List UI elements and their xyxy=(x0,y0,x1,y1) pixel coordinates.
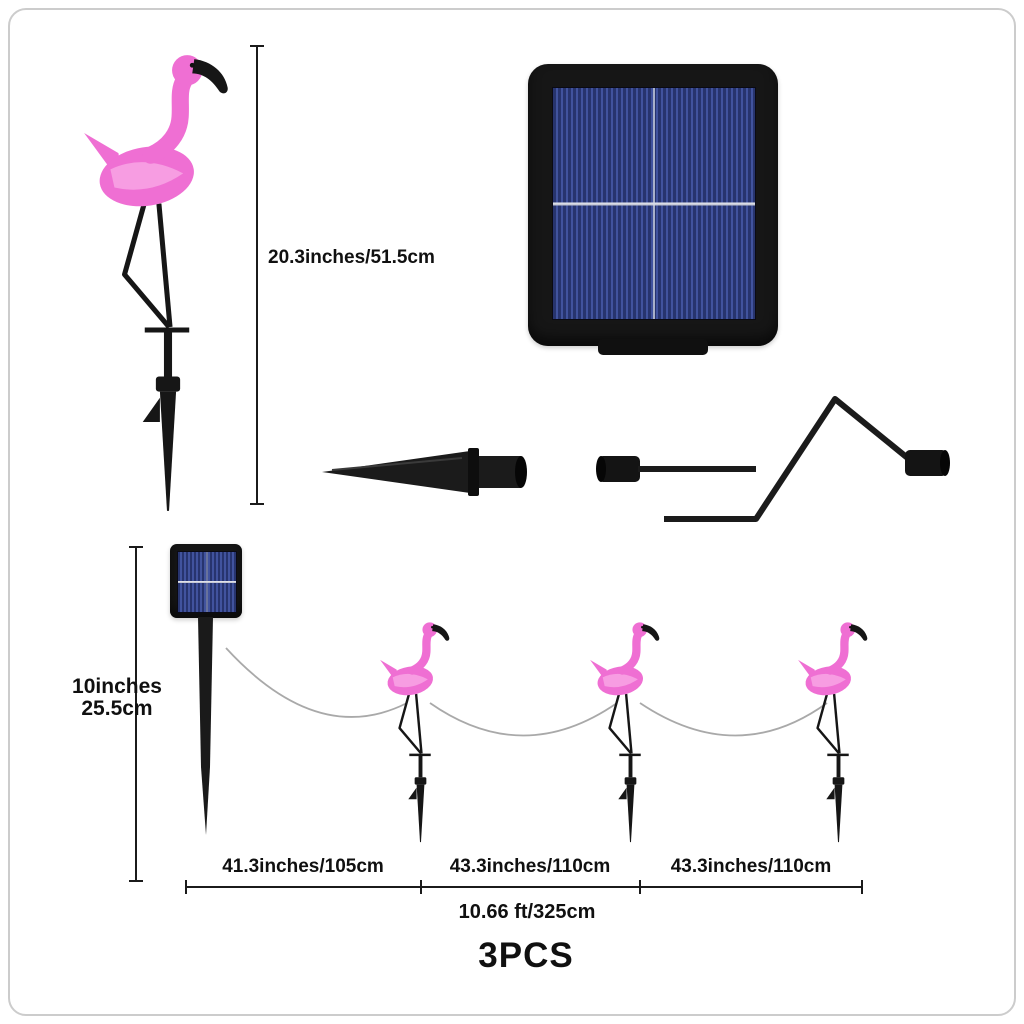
panel-height-inches: 10inches xyxy=(72,675,162,698)
small-solar-panel-illustration xyxy=(170,544,242,618)
solar-cells xyxy=(552,87,756,320)
segment-3-label: 43.3inches/110cm xyxy=(670,856,832,877)
small-panel-vline xyxy=(206,552,208,612)
spacing-dimension-line xyxy=(185,880,863,894)
total-length-label: 10.66 ft/325cm xyxy=(458,901,596,923)
quantity-label: 3PCS xyxy=(478,936,574,975)
flamingo-stake-light-illustration xyxy=(82,42,254,517)
segment-2-label: 43.3inches/110cm xyxy=(449,856,611,877)
panel-height-label: 10inches 25.5cm xyxy=(54,675,180,721)
small-panel-stake xyxy=(198,617,213,835)
panel-height-cm: 25.5cm xyxy=(81,697,153,721)
flamingo-height-dimension-line xyxy=(250,45,264,505)
small-solar-cells xyxy=(177,551,237,613)
solar-panel-vline xyxy=(653,88,655,319)
flamingo-height-label: 20.3inches/51.5cm xyxy=(268,247,435,268)
small-flamingo-2 xyxy=(589,616,672,845)
ground-spike-illustration xyxy=(322,448,527,496)
solar-panel-illustration xyxy=(528,64,778,355)
small-flamingo-1 xyxy=(379,616,462,845)
segment-1-label: 41.3inches/105cm xyxy=(222,856,384,877)
panel-height-dimension-line xyxy=(129,546,143,882)
mounting-bracket-illustration xyxy=(596,396,950,522)
small-flamingo-3 xyxy=(797,616,880,845)
solar-panel-mount-tab xyxy=(598,339,708,355)
